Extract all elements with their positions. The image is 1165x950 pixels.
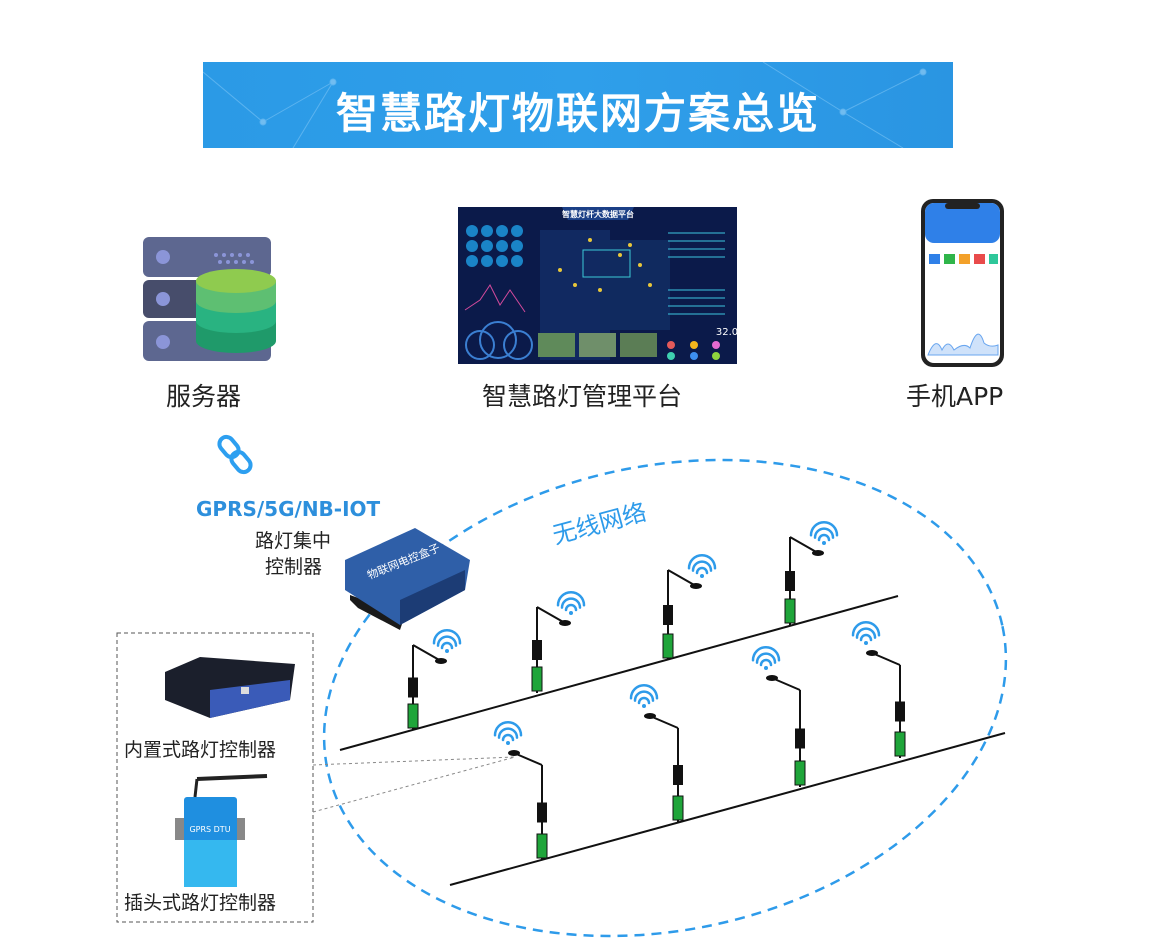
wifi-icon [851, 620, 881, 645]
protocol-label: GPRS/5G/NB-IOT [196, 497, 381, 521]
connector-line [312, 756, 516, 766]
concentrator-label-line2: 控制器 [265, 556, 323, 578]
builtin-controller-device [165, 657, 295, 718]
wifi-icon [432, 628, 462, 653]
screen-value: 32.0 [716, 327, 738, 338]
controllers-group-box [116, 632, 314, 923]
street-lamp [629, 683, 684, 822]
wifi-icon [629, 683, 659, 708]
road-line-upper [339, 595, 899, 751]
page-title: 智慧路灯物联网方案总览 [335, 89, 820, 138]
controller-box [673, 765, 683, 785]
pole-base [794, 760, 806, 786]
controller-box [408, 677, 418, 698]
link-icon [217, 434, 253, 475]
controller-box [795, 728, 805, 749]
plugin-controller-label: 插头式路灯控制器 [124, 892, 277, 914]
server-database-icon [143, 237, 276, 361]
pole-base [407, 703, 419, 729]
street-lamps [407, 520, 906, 860]
road-line-lower [449, 732, 1006, 886]
pole-base [784, 598, 796, 624]
street-lamp [493, 720, 548, 860]
street-lamp [662, 553, 717, 660]
builtin-controller-label: 内置式路灯控制器 [124, 739, 277, 761]
street-lamp [407, 628, 462, 730]
server-label: 服务器 [166, 382, 242, 411]
screen-title: 智慧灯杆大数据平台 [562, 209, 634, 219]
controller-box [532, 640, 542, 660]
dtu-device-text: GPRS DTU [189, 825, 230, 834]
wireless-network-boundary [322, 458, 1008, 938]
pole-base [531, 666, 543, 692]
pole-base [894, 731, 906, 757]
concentrator-label-line1: 路灯集中 [255, 530, 332, 552]
title-banner: 智慧路灯物联网方案总览 [203, 62, 953, 148]
street-lamp [784, 520, 839, 625]
wifi-icon [493, 720, 523, 745]
pole-base [662, 633, 674, 659]
controller-box [663, 605, 673, 625]
network-pattern-decoration [203, 62, 927, 148]
wifi-icon [751, 645, 781, 670]
management-platform-screen: 智慧灯杆大数据平台 32.0 [458, 207, 738, 364]
controller-box [537, 802, 547, 823]
platform-label: 智慧路灯管理平台 [482, 382, 683, 411]
wifi-icon [809, 520, 839, 545]
controller-box [785, 571, 795, 591]
street-lamp [751, 645, 806, 787]
connector-line [312, 756, 516, 813]
plugin-controller-device: GPRS DTU [175, 774, 268, 887]
mobile-phone-app [921, 199, 1004, 367]
street-lamp [851, 620, 906, 758]
controller-box [895, 701, 905, 722]
street-lamp [531, 590, 586, 693]
concentrator-device: 物联网电控盒子 [345, 528, 470, 630]
pole-base [672, 795, 684, 821]
wifi-icon [687, 553, 717, 578]
pole-base [536, 833, 548, 859]
wifi-icon [556, 590, 586, 615]
app-label: 手机APP [906, 382, 1004, 411]
